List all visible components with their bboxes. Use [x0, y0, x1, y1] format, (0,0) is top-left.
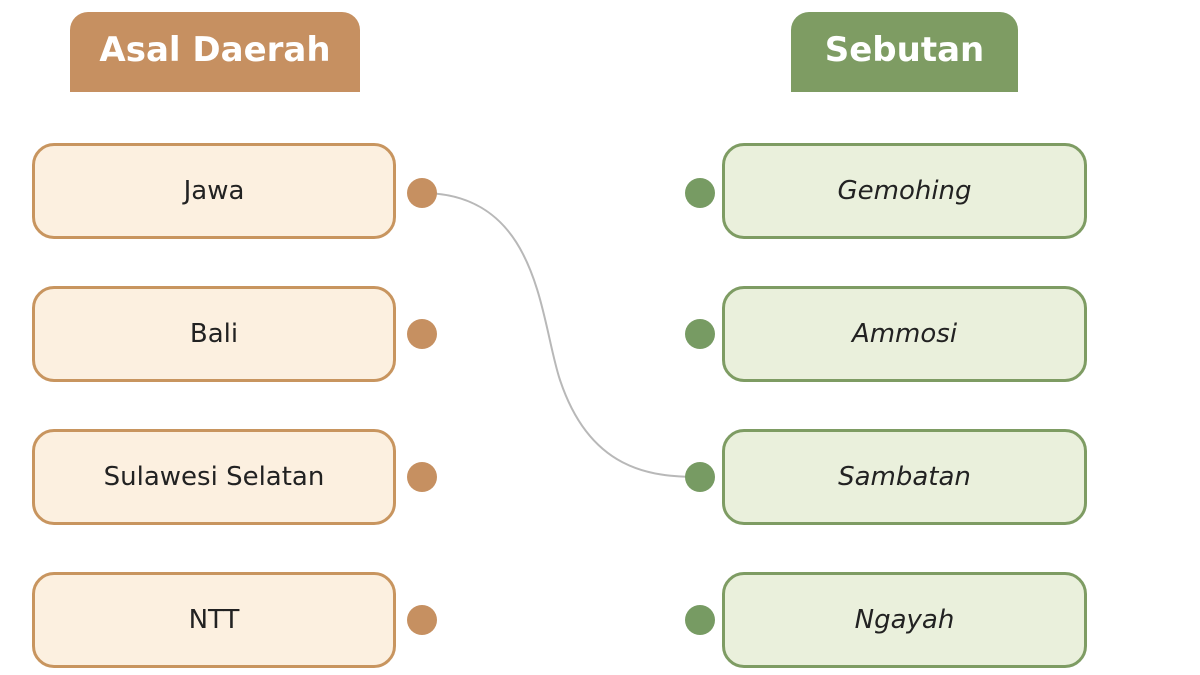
header-asal-daerah: Asal Daerah — [70, 12, 360, 92]
connector-dot-ammosi[interactable] — [685, 319, 715, 349]
header-left-label: Asal Daerah — [99, 30, 331, 70]
left-item-jawa[interactable]: Jawa — [32, 143, 396, 239]
connector-dot-ntt[interactable] — [407, 605, 437, 635]
right-item-label: Ammosi — [851, 319, 958, 349]
header-right-label: Sebutan — [824, 30, 985, 70]
connector-dot-jawa[interactable] — [407, 178, 437, 208]
left-item-ntt[interactable]: NTT — [32, 572, 396, 668]
header-sebutan: Sebutan — [791, 12, 1018, 92]
right-item-ngayah[interactable]: Ngayah — [722, 572, 1087, 668]
right-item-gemohing[interactable]: Gemohing — [722, 143, 1087, 239]
right-item-label: Ngayah — [854, 605, 955, 635]
connector-dot-bali[interactable] — [407, 319, 437, 349]
right-item-sambatan[interactable]: Sambatan — [722, 429, 1087, 525]
connector-dot-sulawesi-selatan[interactable] — [407, 462, 437, 492]
left-item-label: Jawa — [183, 176, 245, 206]
left-item-label: NTT — [188, 605, 240, 635]
connector-dot-ngayah[interactable] — [685, 605, 715, 635]
left-item-bali[interactable]: Bali — [32, 286, 396, 382]
connector-dot-sambatan[interactable] — [685, 462, 715, 492]
right-item-label: Sambatan — [838, 462, 971, 492]
left-item-label: Bali — [189, 319, 239, 349]
left-item-sulawesi-selatan[interactable]: Sulawesi Selatan — [32, 429, 396, 525]
right-item-label: Gemohing — [837, 176, 972, 206]
connector-line-jawa-sambatan — [421, 192, 701, 478]
right-item-ammosi[interactable]: Ammosi — [722, 286, 1087, 382]
left-item-label: Sulawesi Selatan — [103, 462, 325, 492]
connector-dot-gemohing[interactable] — [685, 178, 715, 208]
